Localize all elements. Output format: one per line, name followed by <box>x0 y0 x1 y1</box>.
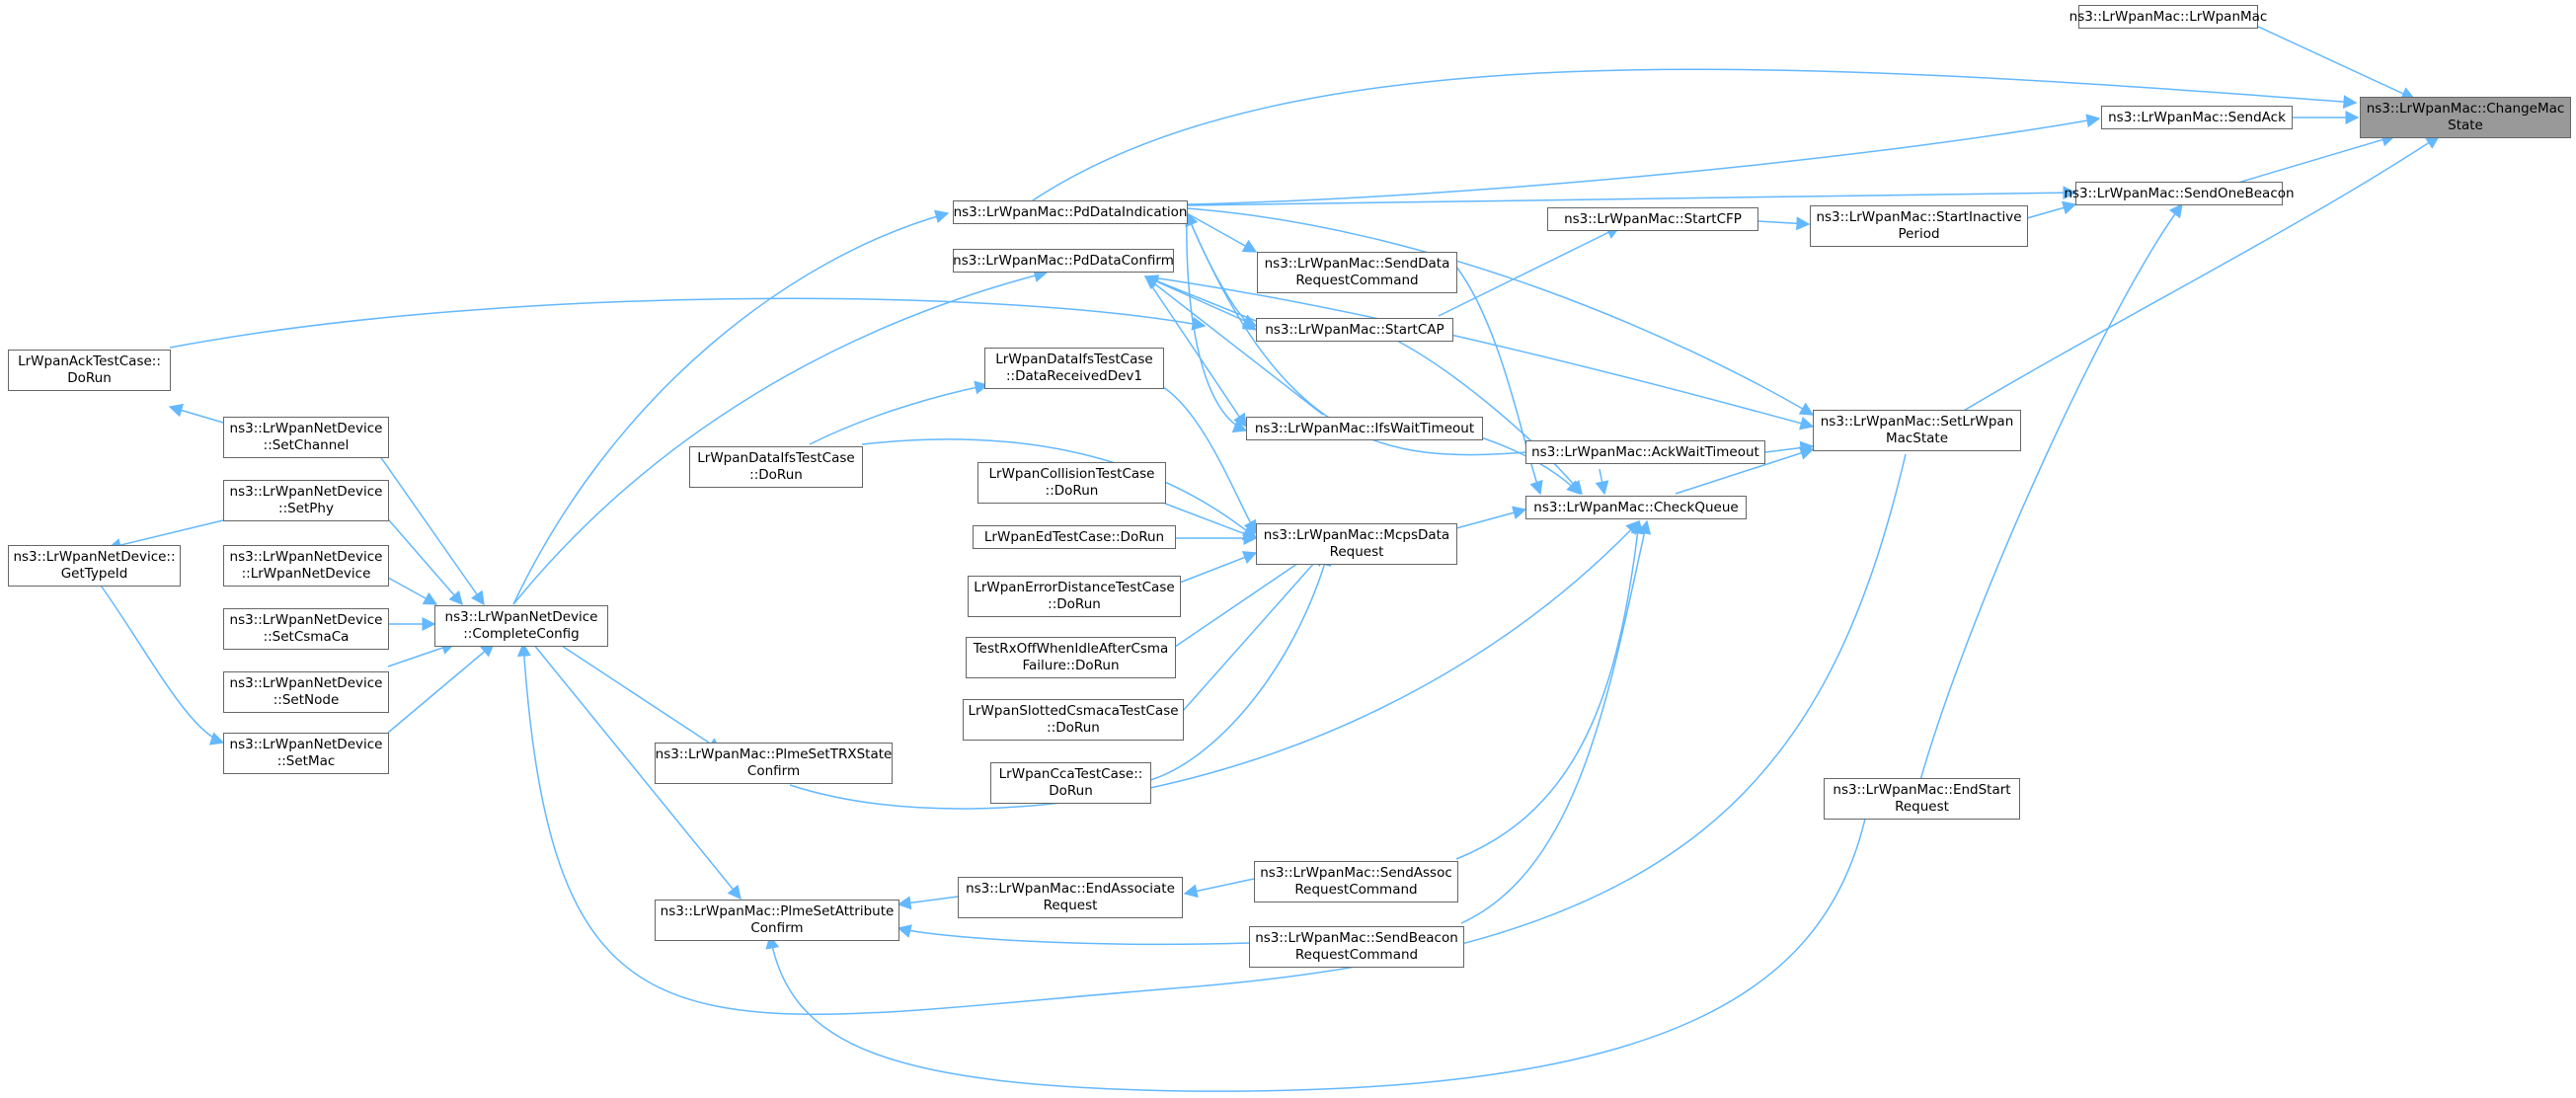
node-sendack[interactable]: ns3::LrWpanMac::SendAck <box>2101 106 2293 129</box>
edge-checkqueue-setlrwpanmacstate <box>1675 446 1815 495</box>
node-sendbeaconrequestcommand[interactable]: ns3::LrWpanMac::SendBeacon RequestComman… <box>1249 926 1464 968</box>
node-netdevice-setchannel[interactable]: ns3::LrWpanNetDevice ::SetChannel <box>223 417 389 458</box>
node-pddataconfirm[interactable]: ns3::LrWpanMac::PdDataConfirm <box>953 249 1174 273</box>
node-changemacstate: ns3::LrWpanMac::ChangeMac State <box>2360 97 2571 138</box>
edge-gettypeid-setmac <box>98 582 225 745</box>
edge-pddataindication-sendack <box>1186 114 2101 205</box>
node-netdevice-setmac[interactable]: ns3::LrWpanNetDevice ::SetMac <box>223 733 389 774</box>
node-sendonebeacon[interactable]: ns3::LrWpanMac::SendOneBeacon <box>2064 182 2295 205</box>
node-netdevice-gettypeid[interactable]: ns3::LrWpanNetDevice:: GetTypeId <box>8 545 181 587</box>
node-acktestcase-dorun[interactable]: LrWpanAckTestCase:: DoRun <box>8 350 171 391</box>
edge-sendbeacon-plmesetattr <box>897 924 1250 946</box>
edge-startcap-startcfp <box>1438 226 1621 317</box>
edge-completeconfig-plmesettrx <box>558 643 723 751</box>
edge-txoff-mcps <box>1174 552 1315 648</box>
node-netdevice-ctor[interactable]: ns3::LrWpanNetDevice ::LrWpanNetDevice <box>223 545 389 587</box>
node-lrwpanmac[interactable]: ns3::LrWpanMac::LrWpanMac <box>2069 5 2267 29</box>
edge-completeconfig-plmesetattr <box>532 643 742 901</box>
node-ifswaittimeout[interactable]: ns3::LrWpanMac::IfsWaitTimeout <box>1246 417 1483 440</box>
edge-pddataindication-changemacstate <box>1026 68 2358 205</box>
node-txoffwhenidle-dorun[interactable]: TestRxOffWhenIdleAfterCsma Failure::DoRu… <box>966 637 1176 678</box>
edge-collision-mcps <box>1164 503 1258 541</box>
edge-cca-mcps <box>1149 551 1332 781</box>
edge-completeconfig-pddataindication <box>512 209 950 605</box>
node-plmesetattributeconfirm[interactable]: ns3::LrWpanMac::PlmeSetAttribute Confirm <box>655 900 899 941</box>
edge-acktest-pddataindication <box>169 297 1207 349</box>
edge-setchannel-completeconfig <box>374 448 485 606</box>
node-netdevice-setcsmaca[interactable]: ns3::LrWpanNetDevice ::SetCsmaCa <box>223 608 389 650</box>
node-setlrwpanmacstate[interactable]: ns3::LrWpanMac::SetLrWpan MacState <box>1813 410 2021 451</box>
edge-pddataindication-ifswaittimeout <box>1186 212 1248 433</box>
edge-sendassoc-checkqueue <box>1455 519 1645 860</box>
edge-ifswaittimeout-checkqueue <box>1480 436 1581 495</box>
edge-startinactive-sendonebeacon <box>2026 200 2077 219</box>
edge-startcap-pddataconfirm <box>1143 274 1257 322</box>
node-netdevice-setphy[interactable]: ns3::LrWpanNetDevice ::SetPhy <box>223 480 389 521</box>
edge-senddatarequest-checkqueue <box>1455 266 1543 496</box>
node-startcap[interactable]: ns3::LrWpanMac::StartCAP <box>1256 318 1453 342</box>
edge-lrwpanmac-changemacstate <box>2255 25 2416 101</box>
edge-setnode-completeconfig <box>387 641 456 667</box>
edge-pddataindication-senddatarequest <box>1186 212 1258 253</box>
edge-dataifsdorun-dataifsreceived <box>809 380 989 445</box>
node-mcpsdatarequest[interactable]: ns3::LrWpanMac::McpsData Request <box>1256 523 1457 565</box>
edge-sendassoc-endassoc <box>1183 878 1255 899</box>
edge-ackwaittimeout-checkqueue <box>1595 468 1609 496</box>
edge-startcfp-startinactive <box>1756 216 1811 231</box>
edge-pddataconfirm-ifswaittimeout <box>1144 275 1247 429</box>
edge-pddataindication-setlrwpanmacstate <box>1186 207 1815 416</box>
node-plmesettrxstateconfirm[interactable]: ns3::LrWpanMac::PlmeSetTRXState Confirm <box>655 743 893 784</box>
node-startcfp[interactable]: ns3::LrWpanMac::StartCFP <box>1547 207 1758 231</box>
edge-endstart-plmesetattr <box>765 814 1867 1092</box>
node-pddataindication[interactable]: ns3::LrWpanMac::PdDataIndication <box>953 200 1188 224</box>
node-slottedcsmaca-dorun[interactable]: LrWpanSlottedCsmacaTestCase ::DoRun <box>963 699 1184 741</box>
node-dataifs-datareceiveddev1[interactable]: LrWpanDataIfsTestCase ::DataReceivedDev1 <box>984 348 1164 389</box>
edge-setlrwpanmacstate-changemacstate <box>1956 135 2441 416</box>
edge-mcps-checkqueue <box>1455 506 1527 529</box>
node-endstartrequest[interactable]: ns3::LrWpanMac::EndStart Request <box>1824 778 2020 820</box>
node-dataifs-dorun[interactable]: LrWpanDataIfsTestCase ::DoRun <box>689 446 863 488</box>
edge-endassoc-plmesetattr <box>897 896 959 910</box>
node-collision-dorun[interactable]: LrWpanCollisionTestCase ::DoRun <box>977 462 1166 504</box>
edge-completeconfig-pddataconfirm <box>512 269 1049 605</box>
edge-pddataconfirm-setlrwpanmacstate <box>1144 275 1815 431</box>
edge-setchannel-acktest <box>168 403 224 424</box>
edge-dataifsreceived-mcps <box>1162 386 1257 535</box>
edge-endstart-sendonebeacon <box>1919 202 2183 781</box>
node-netdevice-completeconfig[interactable]: ns3::LrWpanNetDevice ::CompleteConfig <box>434 605 608 647</box>
node-startinactiveperiod[interactable]: ns3::LrWpanMac::StartInactive Period <box>1810 205 2028 247</box>
edge-pddataindication-sendonebeacon <box>1186 186 2077 206</box>
edge-slotted-mcps <box>1182 551 1324 712</box>
node-netdevice-setnode[interactable]: ns3::LrWpanNetDevice ::SetNode <box>223 671 389 713</box>
node-ackwaittimeout[interactable]: ns3::LrWpanMac::AckWaitTimeout <box>1525 440 1765 464</box>
node-sendassocrequestcommand[interactable]: ns3::LrWpanMac::SendAssoc RequestCommand <box>1254 861 1458 902</box>
node-checkqueue[interactable]: ns3::LrWpanMac::CheckQueue <box>1525 496 1747 519</box>
edge-ctor-completeconfig <box>387 577 438 605</box>
node-senddatarequestcommand[interactable]: ns3::LrWpanMac::SendData RequestCommand <box>1257 252 1457 293</box>
node-endassociaterequest[interactable]: ns3::LrWpanMac::EndAssociate Request <box>958 877 1183 918</box>
edge-setphy-completeconfig <box>382 512 463 606</box>
edge-setphy-gettypeid <box>107 519 224 552</box>
edge-dataifsdorun-mcps <box>861 438 1258 539</box>
edge-plmesettrx-checkqueue <box>789 519 1640 810</box>
edge-pddataindication-startcap <box>1186 212 1258 331</box>
edge-setlrwpanmacstate-completeconfig <box>516 453 1907 1015</box>
edge-ifswaittimeout-pddataconfirm <box>1143 275 1324 416</box>
node-errordistance-dorun[interactable]: LrWpanErrorDistanceTestCase ::DoRun <box>968 576 1181 617</box>
edge-startcap-checkqueue <box>1396 340 1583 496</box>
edge-sendonebeacon-changemacstate <box>2230 132 2396 186</box>
node-edtestcase-dorun[interactable]: LrWpanEdTestCase::DoRun <box>973 525 1176 549</box>
node-ccatestcase-dorun[interactable]: LrWpanCcaTestCase:: DoRun <box>990 762 1151 804</box>
edge-errordistance-mcps <box>1179 551 1258 584</box>
edge-pddataconfirm-startcap <box>1144 275 1258 328</box>
edge-sendbeacon-checkqueue <box>1460 519 1652 924</box>
edge-setmac-completeconfig <box>387 643 496 734</box>
